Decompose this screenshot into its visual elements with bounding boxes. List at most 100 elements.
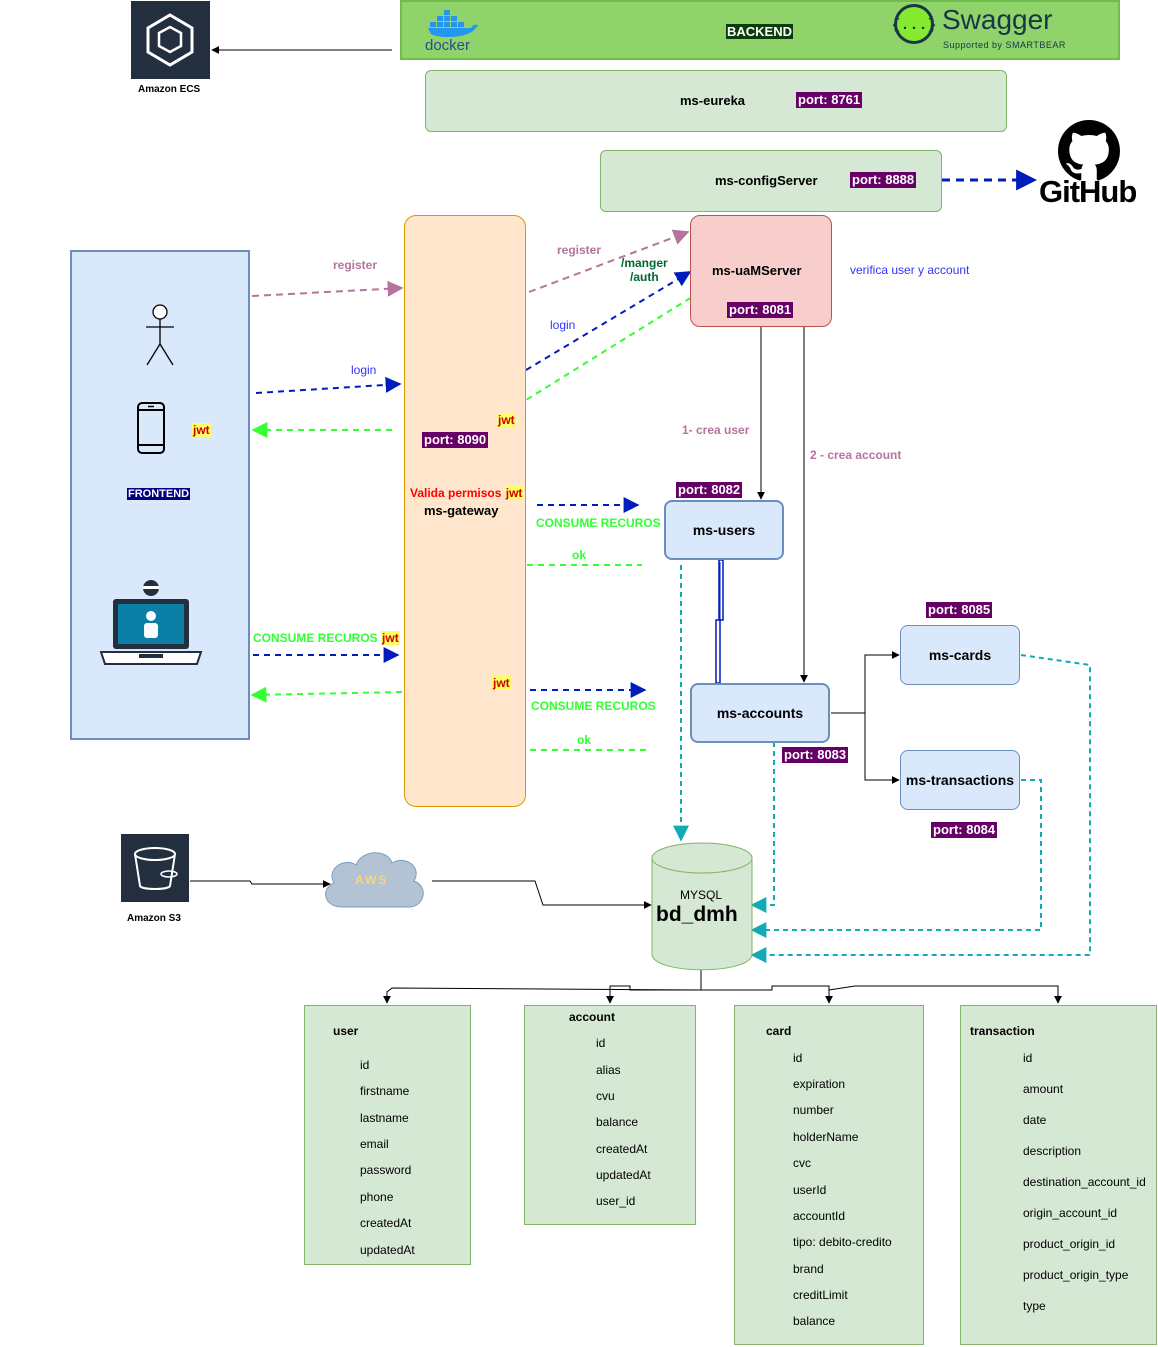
swagger-icon: {...} bbox=[891, 2, 937, 51]
table-account-field: user_id bbox=[596, 1194, 636, 1208]
edge-return-gateway-frontend bbox=[250, 686, 403, 703]
table-transaction-field: amount bbox=[1023, 1082, 1064, 1096]
svg-text:{...}: {...} bbox=[892, 17, 936, 34]
ms-users-port: port: 8082 bbox=[676, 482, 743, 498]
gateway-jwt-label-2: jwt bbox=[492, 676, 511, 690]
edge-aws-db bbox=[432, 880, 652, 909]
ms-uamserver-port: port: 8081 bbox=[727, 302, 794, 318]
edge-register-gateway-auth bbox=[528, 229, 690, 293]
table-card-field: userId bbox=[793, 1183, 827, 1197]
mysql-database-icon bbox=[651, 842, 753, 977]
table-transaction-field: date bbox=[1023, 1113, 1047, 1127]
ms-gateway-port: port: 8090 bbox=[422, 432, 489, 448]
s3-label: Amazon S3 bbox=[127, 913, 181, 924]
table-user-field: lastname bbox=[360, 1111, 409, 1125]
table-card-field: accountId bbox=[793, 1209, 846, 1223]
table-transaction-title: transaction bbox=[970, 1024, 1035, 1038]
frontend-jwt-label: jwt bbox=[192, 423, 211, 437]
table-transaction-field: type bbox=[1023, 1299, 1046, 1313]
table-account-field: id bbox=[596, 1036, 606, 1050]
frontend-label: FRONTEND bbox=[127, 488, 191, 500]
table-card-field: tipo: debito-credito bbox=[793, 1235, 892, 1249]
edge-accounts-cards bbox=[831, 651, 900, 714]
user-actor-icon bbox=[140, 302, 180, 373]
table-account-title: account bbox=[569, 1010, 616, 1024]
edge-db-card bbox=[701, 985, 833, 1004]
crea-user-label: 1- crea user bbox=[682, 423, 750, 437]
ms-gateway-label: ms-gateway bbox=[424, 503, 499, 518]
ms-eureka-port: port: 8761 bbox=[796, 92, 863, 108]
ms-users-box: ms-users bbox=[664, 500, 784, 560]
ms-transactions-box: ms-transactions bbox=[900, 750, 1020, 810]
ms-accounts-box: ms-accounts bbox=[690, 683, 830, 743]
table-transaction-field: id bbox=[1023, 1051, 1033, 1065]
table-account: account id alias cvu balance createdAt u… bbox=[524, 1005, 696, 1225]
register-left-label: register bbox=[333, 258, 378, 272]
table-transaction-field: destination_account_id bbox=[1023, 1175, 1146, 1189]
consume-users-label: CONSUME RECUROS bbox=[536, 516, 661, 530]
ms-config-server-port: port: 8888 bbox=[850, 172, 917, 188]
table-card: card id expiration number holderName cvc… bbox=[734, 1005, 924, 1345]
edge-accounts-transactions bbox=[864, 713, 900, 784]
ms-cards-port: port: 8085 bbox=[926, 602, 993, 618]
github-label: GitHub bbox=[1039, 174, 1137, 209]
table-account-field: updatedAt bbox=[596, 1168, 651, 1182]
table-transaction-field: product_origin_id bbox=[1023, 1237, 1116, 1251]
table-account-field: alias bbox=[596, 1063, 621, 1077]
mobile-phone-icon bbox=[136, 402, 166, 459]
consume-frontend-label: CONSUME RECUROS jwt bbox=[253, 631, 400, 645]
edge-register-frontend-gateway bbox=[251, 280, 404, 297]
table-user-field: firstname bbox=[360, 1084, 410, 1098]
table-account-field: createdAt bbox=[596, 1142, 648, 1156]
ok-users-label: ok bbox=[572, 548, 587, 562]
edge-db-tables bbox=[383, 968, 702, 1004]
table-account-field: balance bbox=[596, 1115, 639, 1129]
table-card-field: cvc bbox=[793, 1156, 811, 1170]
table-user-field: createdAt bbox=[360, 1216, 412, 1230]
ms-eureka-label: ms-eureka bbox=[680, 93, 746, 108]
edge-login-frontend-gateway bbox=[255, 376, 402, 394]
table-user-field: phone bbox=[360, 1190, 394, 1204]
ms-accounts-port: port: 8083 bbox=[782, 747, 849, 763]
ok-accounts-label: ok bbox=[577, 733, 592, 747]
consume-accounts-label: CONSUME RECUROS bbox=[531, 699, 656, 713]
register-right-label: register bbox=[557, 243, 602, 257]
table-card-field: creditLimit bbox=[793, 1288, 848, 1302]
db-name-label: bd_dmh bbox=[656, 903, 738, 926]
ms-cards-box: ms-cards bbox=[900, 625, 1020, 685]
laptop-user-icon bbox=[99, 578, 203, 673]
edge-db-account bbox=[606, 985, 701, 1004]
ms-uamserver-label: ms-uaMServer bbox=[712, 263, 802, 278]
edge-accounts-db bbox=[750, 742, 775, 913]
ms-gateway-box bbox=[404, 215, 526, 807]
table-user-field: id bbox=[360, 1058, 370, 1072]
edge-transactions-db bbox=[750, 779, 1042, 938]
login-left-label: login bbox=[351, 363, 377, 377]
edge-jwt-auth-gateway bbox=[525, 291, 701, 401]
table-user: user id firstname lastname email passwor… bbox=[304, 1005, 471, 1265]
edge-s3-aws bbox=[190, 880, 331, 888]
table-transaction-field: product_origin_type bbox=[1023, 1268, 1129, 1282]
table-user-field: email bbox=[360, 1137, 389, 1151]
table-card-title: card bbox=[766, 1024, 792, 1038]
ms-eureka-box bbox=[425, 70, 1007, 132]
github-icon bbox=[1058, 120, 1120, 187]
edge-login-gateway-auth bbox=[525, 271, 692, 371]
gateway-validate-jwt: jwt bbox=[504, 486, 524, 500]
table-card-field: holderName bbox=[793, 1130, 859, 1144]
swagger-label: Swagger bbox=[942, 4, 1053, 35]
login-right-label: login bbox=[550, 318, 576, 332]
crea-account-label: 2 - crea account bbox=[810, 448, 902, 462]
amazon-s3-icon bbox=[121, 834, 189, 902]
table-transaction-field: description bbox=[1023, 1144, 1082, 1158]
table-card-field: id bbox=[793, 1051, 803, 1065]
aws-label: AWS bbox=[355, 873, 389, 887]
table-user-field: updatedAt bbox=[360, 1243, 415, 1257]
db-engine-label: MYSQL bbox=[680, 888, 723, 902]
consume-frontend-jwt: jwt bbox=[381, 631, 400, 645]
manger-auth-label: /manger /auth bbox=[621, 256, 668, 284]
gateway-jwt-label: jwt bbox=[497, 413, 516, 427]
aws-cloud-icon bbox=[318, 845, 430, 924]
ms-config-server-label: ms-configServer bbox=[715, 173, 818, 188]
